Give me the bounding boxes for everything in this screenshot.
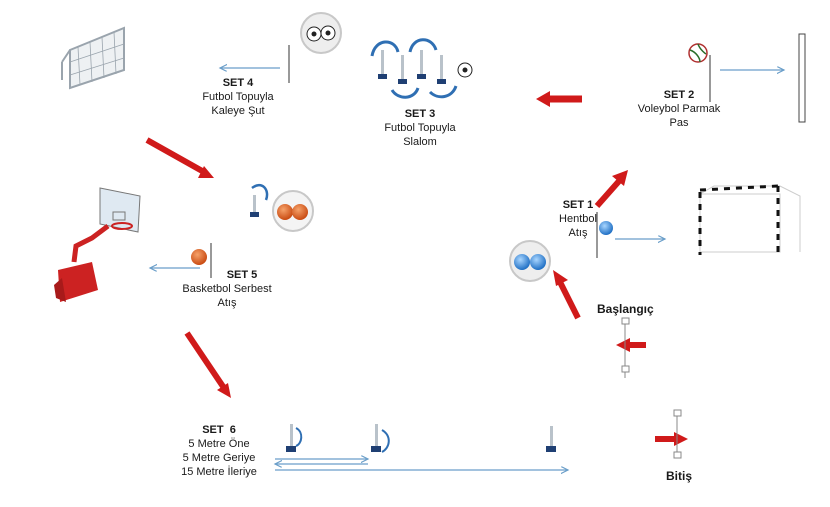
set2-title: SET 2 bbox=[663, 89, 695, 101]
set3-line1: Futbol Topuyla bbox=[384, 122, 456, 134]
set1-label: SET 1 Hentbol Atış bbox=[548, 198, 608, 240]
handball-goal-icon bbox=[698, 184, 801, 255]
set5-cone-icon bbox=[250, 183, 269, 217]
finish-label: Bitiş bbox=[666, 469, 693, 483]
volleyball-icon bbox=[688, 43, 708, 63]
set3-title: SET 3 bbox=[404, 108, 436, 120]
volleyball-pole-icon bbox=[798, 33, 806, 123]
set1-line1: Hentbol bbox=[559, 213, 597, 225]
arrow-set4-to-set5 bbox=[145, 137, 214, 178]
motion-lines bbox=[150, 68, 784, 470]
basketball-icon bbox=[191, 249, 207, 265]
set2-label: SET 2 Voleybol Parmak Pas bbox=[624, 88, 734, 130]
set4-line1: Futbol Topuyla bbox=[202, 91, 274, 103]
set5-label: SET 5 Basketbol Serbest Atış bbox=[172, 268, 282, 310]
soccer-balls-icon bbox=[300, 12, 342, 54]
set4-line2: Kaleye Şut bbox=[211, 105, 265, 117]
arrow-set2-to-set3 bbox=[536, 91, 582, 107]
set3-label: SET 3 Futbol Topuyla Slalom bbox=[365, 107, 475, 149]
arrow-set5-to-set6 bbox=[184, 331, 231, 398]
set2-line1: Voleybol Parmak bbox=[637, 103, 721, 115]
set6-cones-icon bbox=[286, 424, 556, 453]
finish-gate-icon bbox=[673, 409, 682, 459]
set5-line2: Atış bbox=[217, 297, 237, 309]
set4-title: SET 4 bbox=[222, 77, 254, 89]
set1-title: SET 1 bbox=[562, 199, 594, 211]
set4-label: SET 4 Futbol Topuyla Kaleye Şut bbox=[183, 76, 293, 118]
set2-line2: Pas bbox=[669, 117, 689, 129]
set5-line1: Basketbol Serbest bbox=[182, 283, 272, 295]
handballs-circle-icon bbox=[509, 240, 551, 282]
set6-line1: 5 Metre Öne bbox=[188, 438, 250, 450]
set6-title: SET 6 bbox=[202, 424, 236, 436]
set6-label: SET 6 5 Metre Öne 5 Metre Geriye 15 Metr… bbox=[164, 423, 274, 479]
start-gate-icon bbox=[621, 317, 630, 378]
start-label: Başlangıç bbox=[597, 302, 654, 316]
set6-line2: 5 Metre Geriye bbox=[182, 452, 256, 464]
set1-line2: Atış bbox=[568, 227, 588, 239]
slalom-cones-icon bbox=[370, 38, 473, 99]
arrow-set1-to-set2 bbox=[594, 170, 628, 208]
soccer-goal-icon bbox=[61, 26, 125, 90]
set5-title: SET 5 bbox=[226, 269, 258, 281]
basketball-hoop-icon bbox=[54, 187, 141, 302]
label-dividers bbox=[210, 45, 711, 278]
basketballs-circle-icon bbox=[272, 190, 314, 232]
arrow-finish-marker bbox=[655, 432, 688, 446]
arrow-start-marker bbox=[616, 338, 646, 352]
arrow-start-to-set1 bbox=[553, 270, 581, 320]
handball-icon bbox=[599, 221, 613, 235]
set3-line2: Slalom bbox=[403, 136, 437, 148]
set6-line3: 15 Metre İleriye bbox=[181, 466, 257, 478]
